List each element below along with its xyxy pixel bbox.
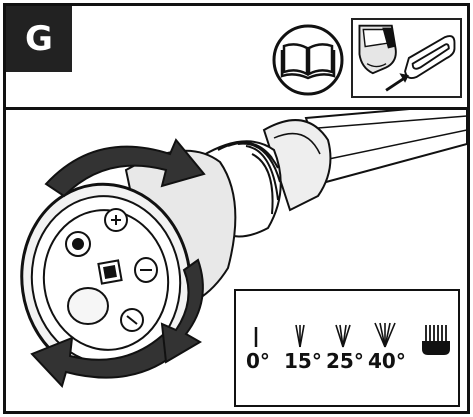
angle-label-15: 15° <box>284 349 322 373</box>
brush-spray-icon <box>422 325 450 355</box>
spray-pattern-icons <box>254 322 450 355</box>
manual-book-icon <box>272 24 344 96</box>
step-badge: G <box>6 6 72 72</box>
spray-40-icon <box>374 322 396 348</box>
angle-label-40: 40° <box>368 349 406 373</box>
angle-label-0: 0° <box>246 349 270 373</box>
spray-15-icon <box>295 324 305 348</box>
spray-25-icon <box>335 324 351 348</box>
spray-angle-legend: 0° 15° 25° 40° <box>234 289 460 407</box>
spray-ports <box>65 208 158 332</box>
spray-nozzle-illustration <box>20 110 467 388</box>
battery-removal-icon <box>351 18 462 98</box>
angle-label-25: 25° <box>326 349 364 373</box>
wand-shaft <box>262 110 467 212</box>
instruction-panel: G <box>3 3 470 414</box>
header-divider <box>6 107 467 110</box>
rotate-arrows-icon <box>30 138 206 388</box>
